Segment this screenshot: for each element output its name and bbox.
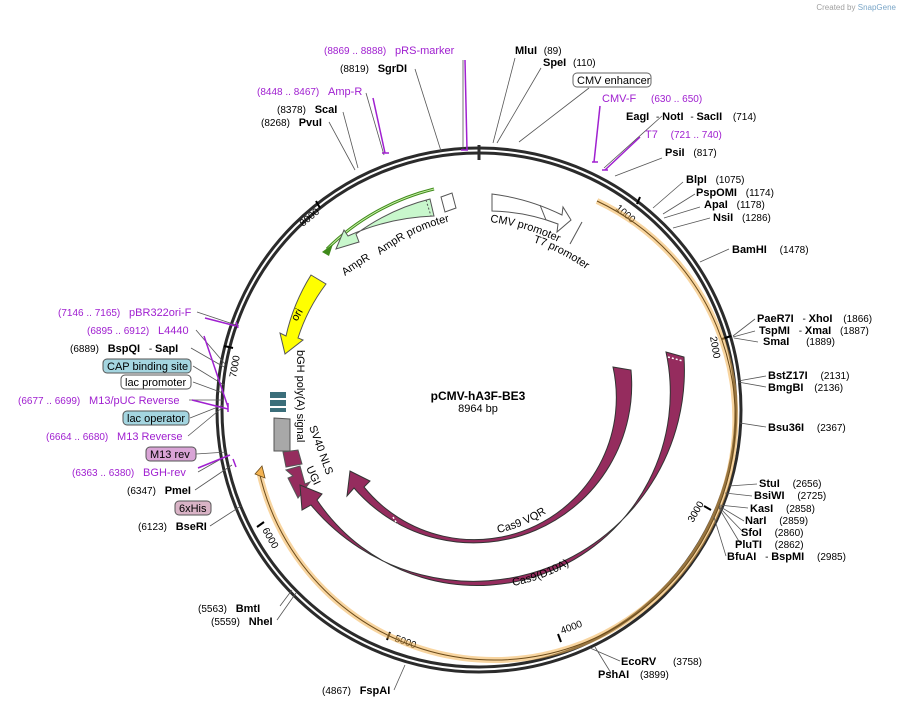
- bgh-polya-label: bGH poly(A) signal: [294, 350, 306, 442]
- primer-marks: [191, 59, 641, 469]
- cmv-enhancer-label: CMV enhancer: [577, 75, 651, 87]
- cas9-d10a-label: Cas9(D10A): [511, 557, 571, 589]
- ampr-region-highlight: [326, 188, 435, 250]
- his-tag-box: [174, 500, 212, 516]
- primer-m13-reverse: (6664 .. 6680) M13 Reverse: [46, 431, 182, 443]
- cap-binding-site-box: [102, 358, 192, 374]
- ampr-region-arrowhead: [322, 244, 333, 256]
- bgh-polya-block: [273, 417, 291, 452]
- site-bamhi: BamHI (1478): [732, 244, 809, 256]
- lac-operator-box: [122, 410, 190, 426]
- site-pshai: PshAI (3899): [598, 669, 669, 681]
- ampr-promoter-arrow: [440, 192, 457, 213]
- site-tspmi-xmai: TspMI - XmaI (1887): [759, 325, 869, 337]
- site-spei: SpeI (110): [543, 57, 596, 69]
- site-paer7i-xhoi: PaeR7I - XhoI (1866): [757, 313, 872, 325]
- primer-l4440: (6895 .. 6912) L4440: [87, 325, 189, 337]
- site-pvui: (8268) PvuI: [261, 117, 322, 129]
- site-nari: NarI (2859): [745, 515, 808, 527]
- site-pluti: PluTI (2862): [735, 539, 804, 551]
- cmv-region-arrowhead: [254, 465, 266, 479]
- site-blpi: BlpI (1075): [686, 174, 744, 186]
- lac-promoter-mark: [270, 400, 286, 406]
- snapgene-brand: SnapGene: [857, 3, 896, 12]
- ampr-divider: [425, 199, 432, 217]
- cmv-promoter-divider: [539, 204, 547, 221]
- site-bmti: (5563) BmtI: [198, 603, 260, 615]
- site-bsu36i: Bsu36I (2367): [768, 422, 846, 434]
- m13-rev-label: M13 rev: [150, 449, 190, 461]
- site-sgrdi: (8819) SgrDI: [340, 63, 407, 75]
- site-bmgbi: BmgBI (2136): [768, 382, 843, 394]
- primer-t7: T7 (721 .. 740): [645, 129, 722, 141]
- cas9-vqr-arrow: [346, 366, 633, 544]
- site-ecorv: EcoRV (3758): [621, 656, 702, 668]
- cap-binding-site-label: CAP binding site: [107, 361, 188, 373]
- primer-amp-r: (8448 .. 8467) Amp-R: [257, 86, 362, 98]
- primer-m13-puc-reverse: (6677 .. 6699) M13/pUC Reverse: [18, 395, 180, 407]
- site-stui: StuI (2656): [759, 478, 821, 490]
- m13-rev-box: [145, 446, 197, 462]
- primer-pbr322ori-f: (7146 .. 7165) pBR322ori-F: [58, 307, 192, 319]
- site-sfoi: SfoI (2860): [741, 527, 803, 539]
- his-tag-label: 6xHis: [179, 503, 207, 515]
- ampr-arrow: [335, 198, 435, 250]
- primer-prs-marker: (8869 .. 8888) pRS-marker: [324, 45, 455, 57]
- labels-right: MluI (89) SpeI (110) CMV enhancer CMV-F …: [515, 45, 872, 681]
- primer-bgh-rev: (6363 .. 6380) BGH-rev: [72, 467, 186, 479]
- site-fspai: (4867) FspAI: [322, 685, 390, 697]
- leader-lines: [187, 57, 767, 691]
- lac-promoter-box: [120, 374, 192, 390]
- tick-7000: 7000: [228, 354, 243, 378]
- site-pmei: (6347) PmeI: [127, 485, 191, 497]
- cmv-promoter-arrow: [491, 193, 572, 234]
- t7-promoter-marker: [569, 221, 583, 245]
- ampr-label: AmpR: [340, 251, 373, 278]
- site-eagi-noti-sacii: EagI - NotI - SacII (714): [626, 111, 756, 123]
- site-kasi: KasI (2858): [750, 503, 815, 515]
- cap-site-mark: [270, 392, 286, 398]
- site-apai: ApaI (1178): [704, 199, 765, 211]
- site-bseri: (6123) BseRI: [138, 521, 207, 533]
- plasmid-name: pCMV-hA3F-BE3: [431, 389, 526, 403]
- site-smai: SmaI (1889): [763, 336, 835, 348]
- tick-2000: 2000: [707, 336, 722, 360]
- cmv-enhancer-box: [572, 72, 652, 88]
- site-pspomi: PspOMI (1174): [696, 187, 774, 199]
- site-nhei: (5559) NheI: [211, 616, 273, 628]
- site-scai: (8378) ScaI: [277, 104, 337, 116]
- ori-arrow: [279, 274, 327, 355]
- site-nsii: NsiI (1286): [713, 212, 771, 224]
- cmv-region-band: [256, 198, 739, 663]
- site-bsiwi: BsiWI (2725): [754, 490, 826, 502]
- primer-cmv-f: CMV-F (630 .. 650): [602, 93, 702, 105]
- ori-label: ori: [289, 307, 306, 324]
- site-bspqi-sapi: (6889) BspQI - SapI: [70, 343, 178, 355]
- site-mlui: MluI (89): [515, 45, 562, 57]
- labels-left: (8869 .. 8888) pRS-marker (8819) SgrDI (…: [18, 45, 455, 697]
- cas9-vqr-divider: [392, 516, 400, 528]
- tick-4000: 4000: [559, 619, 584, 637]
- cmv-region-line: [258, 200, 736, 661]
- tick-3000: 3000: [686, 499, 707, 524]
- snapgene-credit: Created by SnapGene: [816, 3, 896, 12]
- site-bfuai-bspmi: BfuAI - BspMI (2985): [727, 551, 846, 563]
- lac-operator-mark: [270, 408, 286, 412]
- cas9-d10a-start: [667, 356, 684, 362]
- t7-promoter-label: T7 promoter: [532, 234, 592, 272]
- plasmid-length: 8964 bp: [458, 403, 498, 415]
- cas9-d10a-arrow: [299, 351, 685, 586]
- site-bstz17i: BstZ17I (2131): [768, 370, 849, 382]
- sv40-nls-mark: [282, 449, 303, 468]
- lac-promoter-label: lac promoter: [125, 377, 186, 389]
- site-psii: PsiI (817): [665, 147, 717, 159]
- lac-operator-label: lac operator: [127, 413, 185, 425]
